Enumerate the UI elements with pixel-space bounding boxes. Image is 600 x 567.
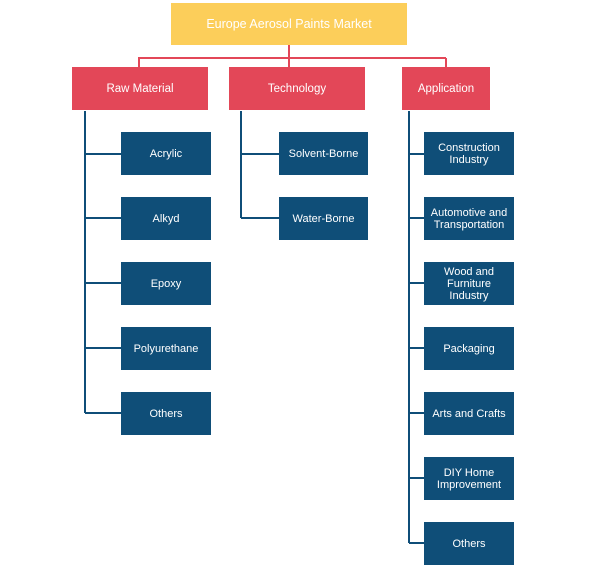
category-label: Technology bbox=[267, 82, 327, 95]
leaf-label: Arts and Crafts bbox=[432, 407, 506, 420]
leaf-alkyd: Alkyd bbox=[121, 197, 211, 240]
leaf-acrylic: Acrylic bbox=[121, 132, 211, 175]
leaf-packaging: Packaging bbox=[424, 327, 514, 370]
root-label: Europe Aerosol Paints Market bbox=[206, 17, 372, 31]
leaf-automotive-and-transportation: Automotive and Transportation bbox=[424, 197, 514, 240]
category-label: Application bbox=[417, 82, 475, 95]
leaf-label: Alkyd bbox=[152, 212, 180, 225]
leaf-label: DIY Home Improvement bbox=[436, 466, 502, 491]
leaf-label: Acrylic bbox=[149, 147, 183, 160]
leaf-label: Packaging bbox=[443, 342, 495, 355]
leaf-solvent-borne: Solvent-Borne bbox=[279, 132, 368, 175]
leaf-label: Others bbox=[149, 407, 183, 420]
leaf-arts-and-crafts: Arts and Crafts bbox=[424, 392, 514, 435]
leaf-label: Others bbox=[452, 537, 486, 550]
leaf-others-raw-material: Others bbox=[121, 392, 211, 435]
leaf-diy-home-improvement: DIY Home Improvement bbox=[424, 457, 514, 500]
leaf-label: Automotive and Transportation bbox=[430, 206, 508, 231]
category-application: Application bbox=[402, 67, 490, 110]
leaf-wood-and-furniture-industry: Wood and Furniture Industry bbox=[424, 262, 514, 305]
leaf-label: Water-Borne bbox=[292, 212, 355, 225]
category-raw-material: Raw Material bbox=[72, 67, 208, 110]
leaf-label: Solvent-Borne bbox=[288, 147, 359, 160]
category-technology: Technology bbox=[229, 67, 365, 110]
category-label: Raw Material bbox=[106, 82, 174, 95]
root-node: Europe Aerosol Paints Market bbox=[171, 3, 407, 45]
leaf-label: Construction Industry bbox=[438, 141, 500, 166]
leaf-epoxy: Epoxy bbox=[121, 262, 211, 305]
leaf-others-application: Others bbox=[424, 522, 514, 565]
leaf-polyurethane: Polyurethane bbox=[121, 327, 211, 370]
leaf-label: Polyurethane bbox=[133, 342, 199, 355]
leaf-label: Epoxy bbox=[150, 277, 182, 290]
leaf-water-borne: Water-Borne bbox=[279, 197, 368, 240]
leaf-label: Wood and Furniture Industry bbox=[444, 265, 494, 302]
leaf-construction-industry: Construction Industry bbox=[424, 132, 514, 175]
